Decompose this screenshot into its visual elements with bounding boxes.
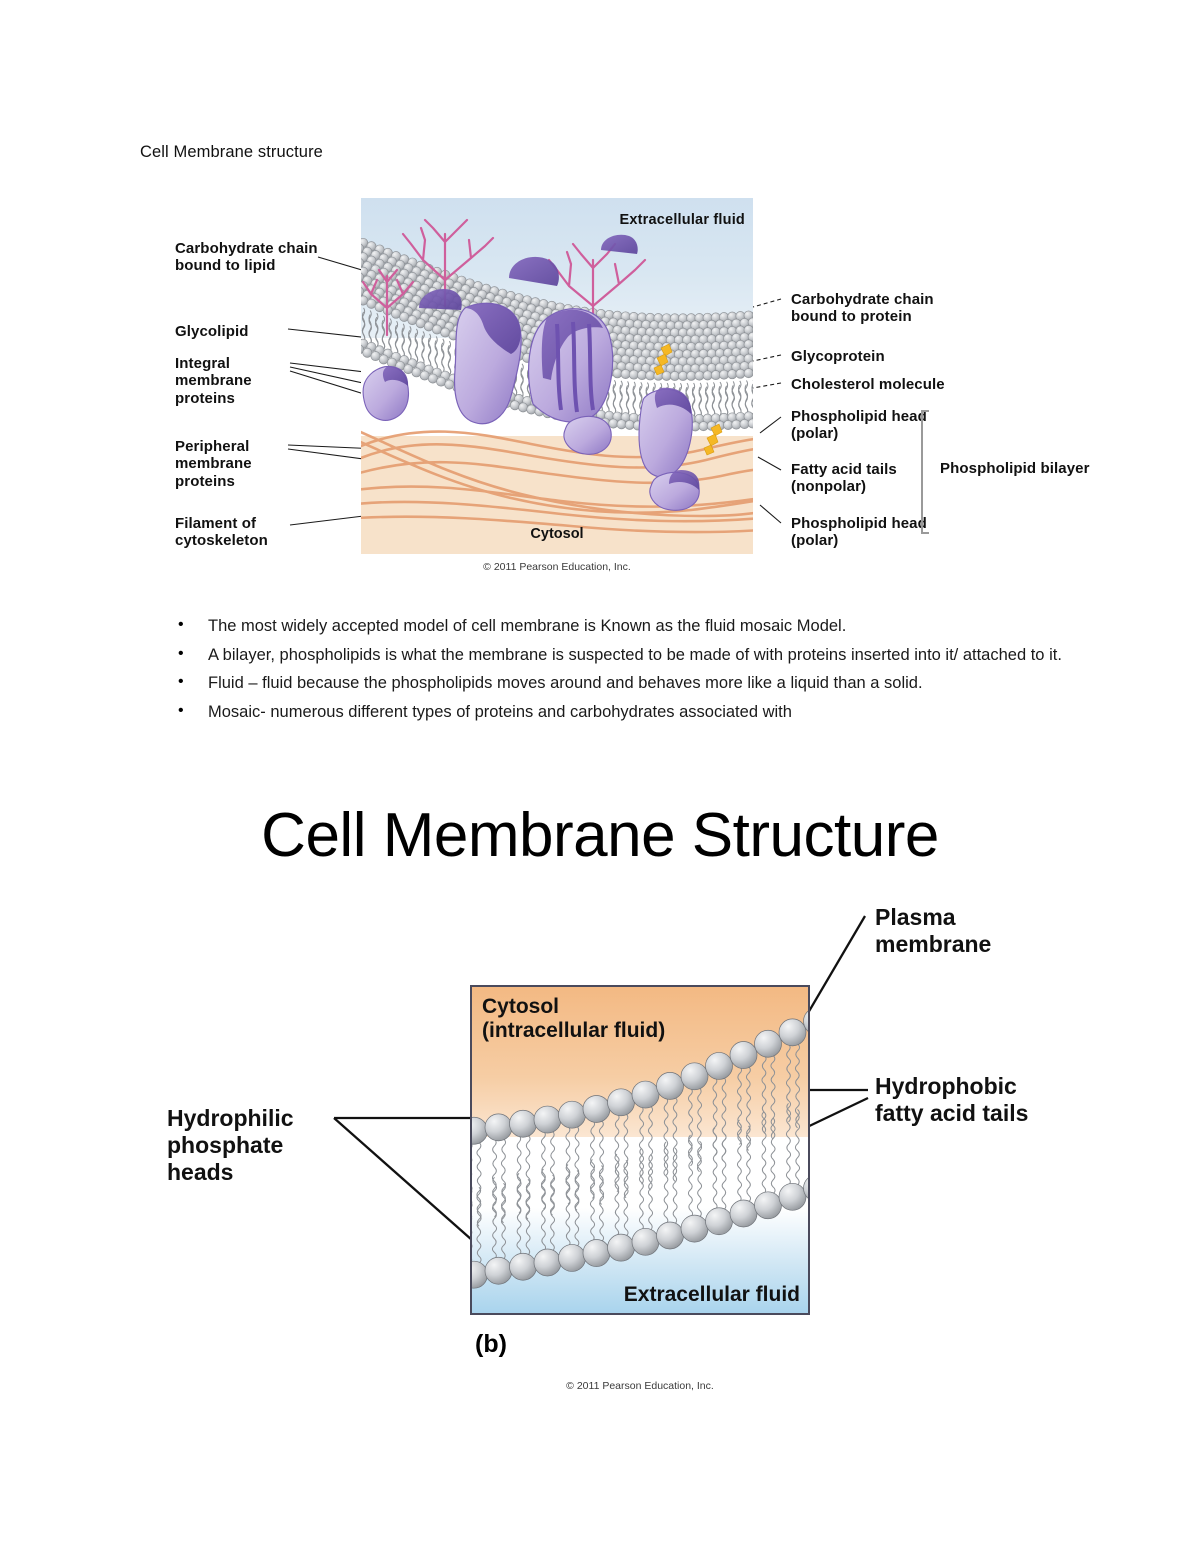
label-plasma-membrane: Plasma membrane [875, 904, 992, 957]
label-phospholipid-bilayer: Phospholipid bilayer [940, 460, 1090, 477]
label-carbohydrate-chain-bound-to-protein: Carbohydrate chain bound to protein [791, 291, 934, 326]
label-carbohydrate-chain-bound-to-lipid: Carbohydrate chain bound to lipid [175, 240, 318, 275]
figure1-artwork: Extracellular fluid Cytosol [361, 198, 753, 554]
list-item: The most widely accepted model of cell m… [168, 612, 1088, 640]
figure2-copyright: © 2011 Pearson Education, Inc. [566, 1380, 714, 1392]
label-hydrophilic-phosphate-heads: Hydrophilic phosphate heads [167, 1105, 294, 1185]
label-phospholipid-head-polar-upper: Phospholipid head (polar) [791, 408, 927, 443]
membrane-illustration [361, 218, 753, 534]
figure-fluid-mosaic-model: Carbohydrate chain bound to lipid Glycol… [140, 195, 1100, 585]
label-hydrophobic-fatty-acid-tails: Hydrophobic fatty acid tails [875, 1073, 1029, 1126]
figure2-artwork: Cytosol (intracellular fluid) Extracellu… [470, 985, 810, 1315]
label-glycoprotein: Glycoprotein [791, 348, 885, 365]
label-phospholipid-head-polar-lower: Phospholipid head (polar) [791, 515, 927, 550]
label-cytosol: Cytosol [530, 526, 584, 542]
list-item: A bilayer, phospholipids is what the mem… [168, 641, 1088, 669]
page-title: Cell Membrane structure [140, 143, 323, 161]
label-cholesterol-molecule: Cholesterol molecule [791, 376, 945, 393]
notes-bullet-list: The most widely accepted model of cell m… [168, 612, 1088, 728]
bilayer-illustration [472, 1010, 808, 1289]
figure-phospholipid-bilayer: Plasma membrane Hydrophobic fatty acid t… [120, 890, 1120, 1410]
figure1-copyright: © 2011 Pearson Education, Inc. [483, 561, 631, 573]
label-fatty-acid-tails-nonpolar: Fatty acid tails (nonpolar) [791, 461, 897, 496]
label-extracellular-fluid: Extracellular fluid [623, 1283, 800, 1306]
label-extracellular-fluid: Extracellular fluid [619, 212, 745, 228]
section-title: Cell Membrane Structure [261, 801, 939, 870]
label-integral-membrane-proteins: Integral membrane proteins [175, 355, 252, 407]
list-item: Fluid – fluid because the phospholipids … [168, 669, 1088, 697]
label-filament-of-cytoskeleton: Filament of cytoskeleton [175, 515, 268, 550]
label-peripheral-membrane-proteins: Peripheral membrane proteins [175, 438, 252, 490]
panel-letter: (b) [475, 1330, 507, 1358]
label-glycolipid: Glycolipid [175, 323, 249, 340]
label-cytosol-intracellular-fluid: Cytosol (intracellular fluid) [482, 995, 666, 1043]
list-item: Mosaic- numerous different types of prot… [168, 698, 1088, 726]
